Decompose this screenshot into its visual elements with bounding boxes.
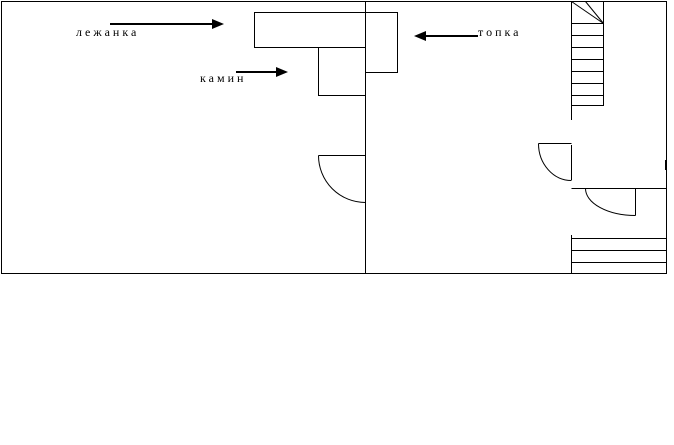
arrow-kamin: [236, 67, 288, 77]
lezhanka-shape: [254, 12, 366, 48]
topka-shape: [365, 12, 398, 73]
label-kamin: камин: [200, 71, 246, 85]
staircase-top: [571, 1, 604, 106]
kamin-shape: [318, 47, 366, 96]
label-topka: топка: [478, 25, 521, 39]
door-swing-corridor: [585, 188, 636, 216]
door-swing-middle: [538, 143, 572, 181]
outer-wall: [1, 1, 667, 274]
arrow-lezhanka: [110, 19, 224, 29]
staircase-bottom: [571, 238, 667, 263]
arrow-topka: [414, 31, 478, 41]
label-lezhanka: лежанка: [76, 25, 139, 39]
door-swing-left: [318, 155, 366, 203]
